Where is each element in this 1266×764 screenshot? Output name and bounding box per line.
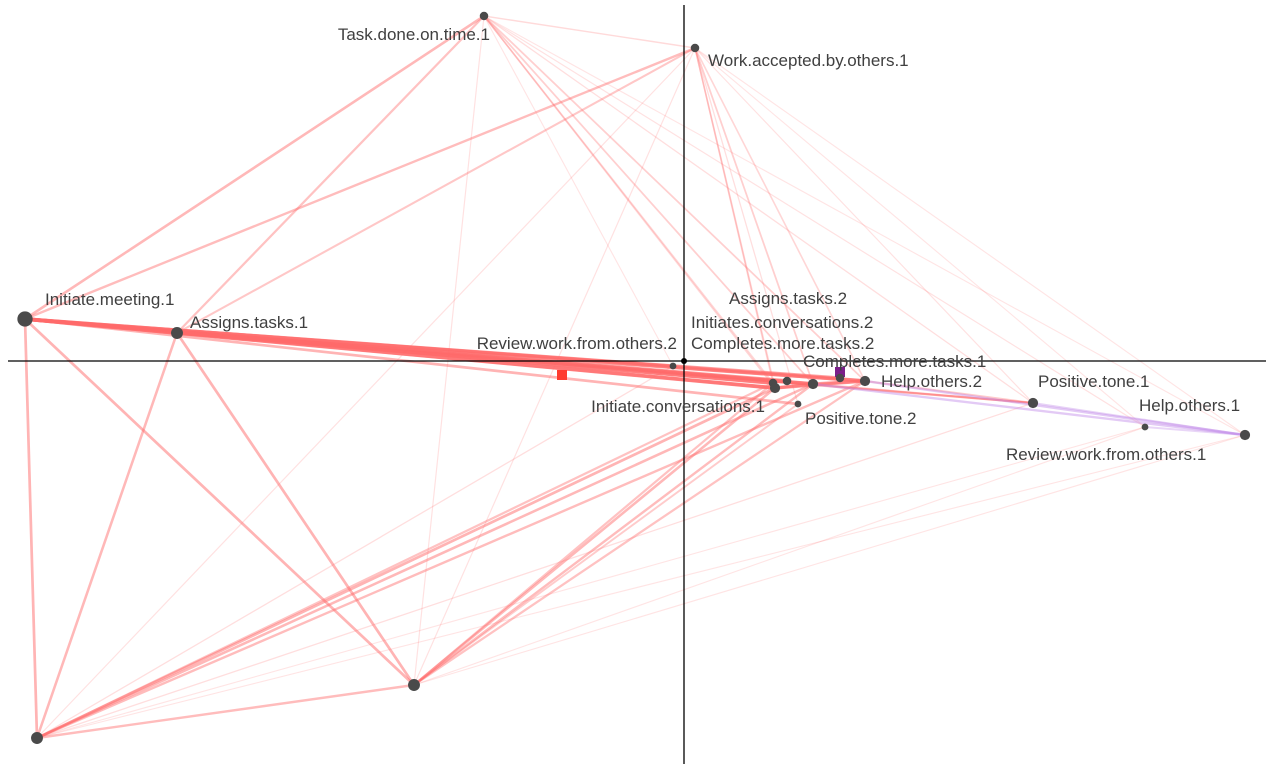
node-n-completes-tasks-2 [807,378,819,390]
edge-32 [36,365,674,739]
node-n-task-done-1 [479,11,489,21]
edge-57 [694,47,1146,428]
node-label-review-work-2: Review.work.from.others.2 [477,334,677,353]
edge-53 [694,47,866,382]
edge-48 [483,15,1246,436]
node-n-completes-tasks-1 [835,373,845,383]
node-label-work-accepted-1: Work.accepted.by.others.1 [708,51,909,70]
label-layer: Task.done.on.time.1 Work.accepted.by.oth… [45,25,1240,464]
edge-51 [694,47,776,389]
edge-39 [413,47,696,686]
node-label-positive-tone-2: Positive.tone.2 [805,409,917,428]
edge-36 [412,381,775,687]
edge-46 [483,15,774,384]
edge-42 [483,15,696,49]
node-label-task-done-1: Task.done.on.time.1 [338,25,490,44]
edge-35 [412,379,867,687]
edge-2 [23,46,697,321]
edge-54 [694,47,774,384]
edge-31 [36,47,696,739]
edge-28 [36,402,1034,739]
edge-12 [23,317,842,380]
edge-27 [35,381,775,740]
origin-point [681,358,687,364]
node-n-positive-tone-2 [794,400,802,408]
edge-56 [694,47,1246,436]
node-n-bottom-mid [408,679,420,691]
edge-66 [811,382,1247,437]
edge-16 [35,331,179,740]
edge-43 [483,15,776,389]
mean_purple-marker [835,367,845,377]
node-n-review-work-1 [1239,429,1251,441]
edge-45 [483,15,866,382]
node-n-help-others-2 [859,375,871,387]
node-layer [17,11,1251,744]
node-label-assigns-tasks-1: Assigns.tasks.1 [190,313,308,332]
edge-24 [35,386,777,740]
edge-33 [412,386,777,687]
edge-41 [413,426,1146,686]
edge-38 [413,15,485,686]
node-label-help-others-1: Help.others.1 [1139,396,1240,415]
edge-65 [863,379,1247,437]
node-label-review-work-1: Review.work.from.others.1 [1006,445,1206,464]
edge-47 [483,15,1034,404]
mean_red-marker [557,370,567,380]
edge-64 [1031,401,1247,437]
node-label-help-others-2: Help.others.2 [881,372,982,391]
edge-30 [36,426,1146,739]
edge-44 [483,15,814,385]
edge-26 [35,379,867,740]
edge-17 [175,331,416,687]
edge-1 [23,14,486,321]
node-label-initiate-conv-1: Initiate.conversations.1 [591,397,765,416]
node-label-initiates-conv-2: Initiates.conversations.2 [691,313,873,332]
node-label-completes-tasks-2: Completes.more.tasks.2 [691,334,874,353]
edge-63 [812,383,1034,404]
edge-3 [23,317,39,740]
edge-23 [35,683,416,740]
edge-21 [175,331,775,385]
edge-62 [864,380,1034,404]
edge-49 [483,15,1146,428]
edge-55 [694,47,1034,404]
edge-58 [694,47,799,405]
edge-61 [811,379,867,386]
mean-markers [557,367,845,380]
node-n-help-others-1 [1141,423,1149,431]
edge-29 [36,434,1246,739]
edge-25 [35,382,815,740]
edge-4 [23,317,416,687]
node-n-assigns-tasks-1 [171,327,183,339]
node-label-positive-tone-1: Positive.tone.1 [1038,372,1150,391]
edge-34 [412,382,815,687]
node-n-initiate-meeting-1 [17,311,33,327]
node-label-completes-tasks-1: Completes.more.tasks.1 [803,352,986,371]
edge-50 [483,15,674,367]
node-n-initiate-conv-1 [769,382,781,394]
edge-67 [1144,426,1246,436]
node-n-positive-tone-1 [1027,397,1039,409]
edge-15 [175,46,697,335]
node-n-bottom-left [31,732,43,744]
edge-22 [175,331,1035,405]
edge-20 [175,331,867,383]
node-n-review-work-2 [669,362,677,370]
node-label-assigns-tasks-2: Assigns.tasks.2 [729,289,847,308]
edge-37 [413,403,799,686]
node-n-initiates-conv-2 [782,376,792,386]
edge-52 [694,47,814,385]
edge-14 [175,14,486,335]
edge-40 [413,434,1246,686]
node-n-work-accepted-1 [690,43,700,53]
node-label-initiate-meeting-1: Initiate.meeting.1 [45,290,174,309]
